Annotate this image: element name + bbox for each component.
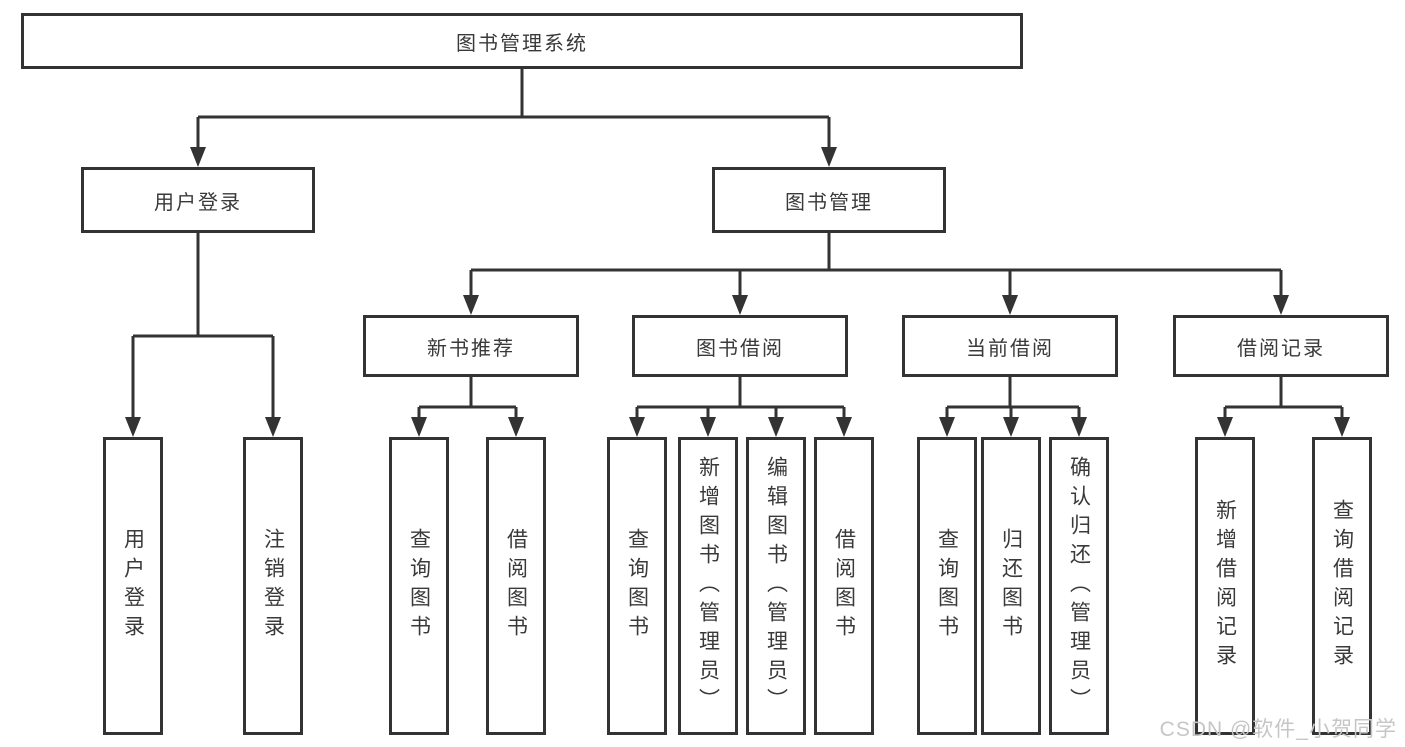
leaf-return-books: 归还图书	[981, 437, 1041, 735]
node-borrow-records-label: 借阅记录	[1237, 337, 1325, 360]
node-book-borrow-label: 图书借阅	[696, 337, 784, 360]
leaf-query-books-current-label: 查询图书	[935, 528, 959, 644]
leaf-query-borrow-record: 查询借阅记录	[1312, 437, 1372, 735]
node-book-management-label: 图书管理	[785, 191, 873, 214]
leaf-edit-books-admin-label: 编辑图书（管理员）	[764, 455, 788, 717]
node-user-login: 用户登录	[81, 167, 315, 233]
leaf-add-books-admin: 新增图书（管理员）	[678, 437, 738, 735]
node-root-label: 图书管理系统	[456, 32, 588, 55]
leaf-user-login-label: 用户登录	[121, 528, 145, 644]
leaf-borrow-books-recommend: 借阅图书	[486, 437, 546, 735]
leaf-user-login: 用户登录	[103, 437, 163, 735]
leaf-confirm-return-admin-label: 确认归还（管理员）	[1067, 455, 1091, 717]
leaf-return-books-label: 归还图书	[999, 528, 1023, 644]
node-current-borrow-label: 当前借阅	[966, 337, 1054, 360]
leaf-query-books-borrow-label: 查询图书	[625, 528, 649, 644]
node-new-book-recommend: 新书推荐	[363, 315, 579, 377]
leaf-query-books-borrow: 查询图书	[607, 437, 667, 735]
leaf-query-books-recommend-label: 查询图书	[407, 528, 431, 644]
leaf-borrow-books-label: 借阅图书	[832, 528, 856, 644]
node-borrow-records: 借阅记录	[1173, 315, 1389, 377]
leaf-query-books-current: 查询图书	[917, 437, 977, 735]
leaf-borrow-books: 借阅图书	[814, 437, 874, 735]
leaf-logout-label: 注销登录	[261, 528, 285, 644]
leaf-query-borrow-record-label: 查询借阅记录	[1330, 499, 1354, 673]
node-user-login-label: 用户登录	[154, 191, 242, 214]
leaf-query-books-recommend: 查询图书	[389, 437, 449, 735]
node-book-borrow: 图书借阅	[632, 315, 848, 377]
leaf-borrow-books-recommend-label: 借阅图书	[504, 528, 528, 644]
leaf-edit-books-admin: 编辑图书（管理员）	[746, 437, 806, 735]
leaf-add-borrow-record-label: 新增借阅记录	[1213, 499, 1237, 673]
node-book-management: 图书管理	[712, 167, 946, 233]
csdn-watermark: CSDN @软件_小贺同学	[1159, 718, 1397, 741]
node-current-borrow: 当前借阅	[902, 315, 1118, 377]
node-root: 图书管理系统	[21, 13, 1023, 69]
leaf-confirm-return-admin: 确认归还（管理员）	[1049, 437, 1109, 735]
arrowheads	[125, 147, 1350, 437]
node-new-book-recommend-label: 新书推荐	[427, 337, 515, 360]
leaf-add-books-admin-label: 新增图书（管理员）	[696, 455, 720, 717]
leaf-add-borrow-record: 新增借阅记录	[1195, 437, 1255, 735]
leaf-logout: 注销登录	[243, 437, 303, 735]
